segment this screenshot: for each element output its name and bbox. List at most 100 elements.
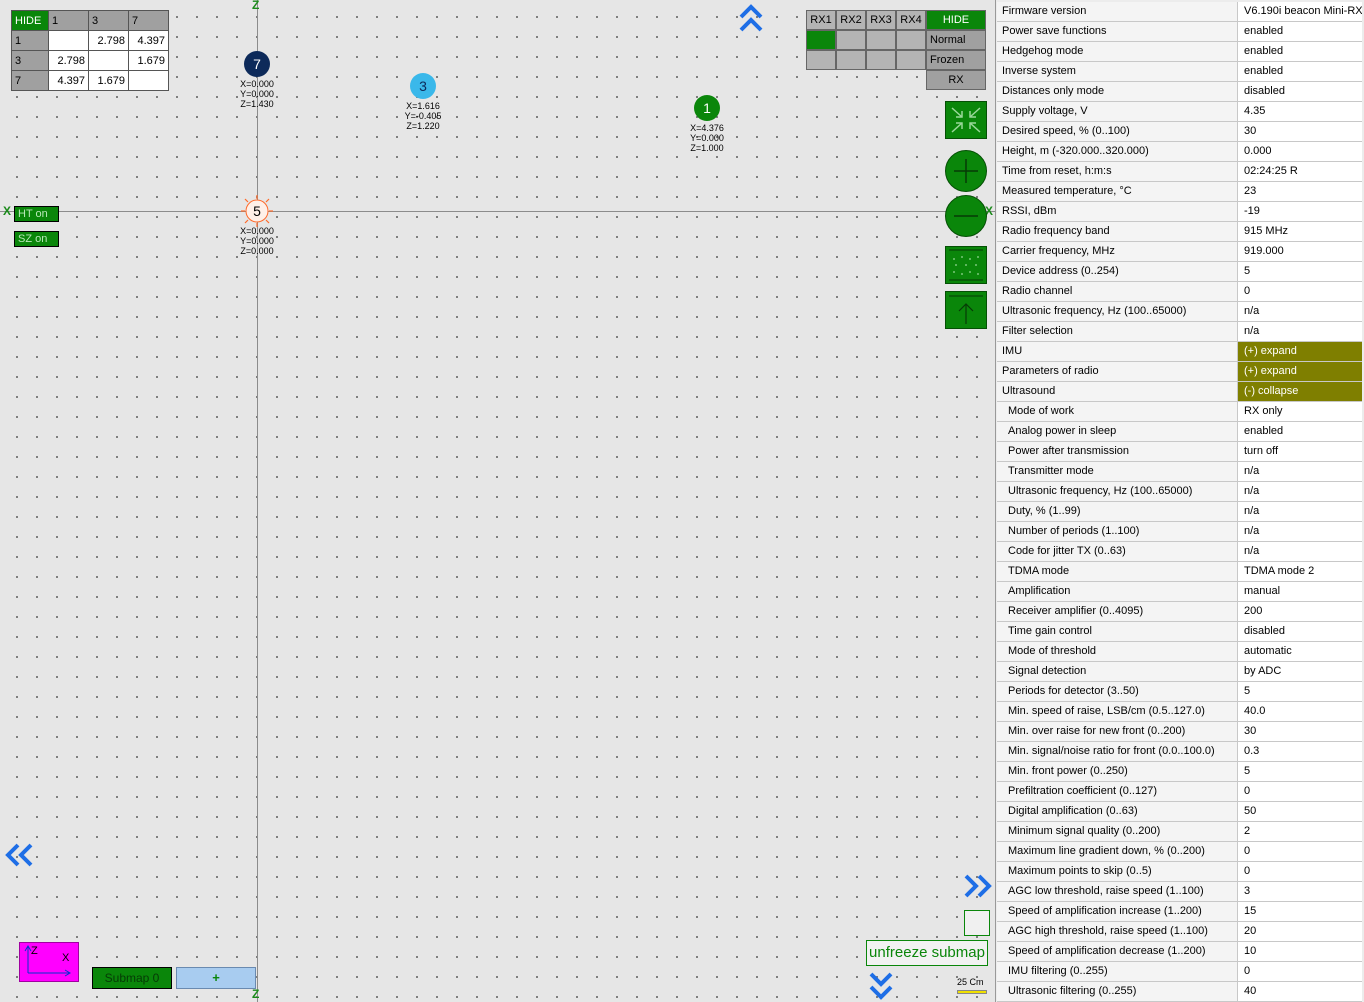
rx-cell[interactable] bbox=[866, 50, 896, 70]
property-row[interactable]: Ultrasonic frequency, Hz (100..65000)n/a bbox=[997, 302, 1362, 322]
property-row[interactable]: Device address (0..254)5 bbox=[997, 262, 1362, 282]
freeze-checkbox[interactable] bbox=[964, 910, 990, 936]
property-row[interactable]: IMU filtering (0..255)0 bbox=[997, 962, 1362, 982]
property-value[interactable]: enabled bbox=[1238, 22, 1362, 41]
chevron-down-icon[interactable] bbox=[868, 971, 894, 1001]
property-row[interactable]: Min. speed of raise, LSB/cm (0.5..127.0)… bbox=[997, 702, 1362, 722]
property-row[interactable]: Min. front power (0..250)5 bbox=[997, 762, 1362, 782]
property-value[interactable]: TDMA mode 2 bbox=[1238, 562, 1362, 581]
property-value[interactable]: enabled bbox=[1238, 422, 1362, 441]
property-value[interactable]: 0 bbox=[1238, 842, 1362, 861]
rx-cell[interactable] bbox=[836, 30, 866, 50]
raise-button[interactable] bbox=[945, 291, 987, 329]
property-value[interactable]: 40.0 bbox=[1238, 702, 1362, 721]
property-value[interactable]: 0 bbox=[1238, 282, 1362, 301]
property-value[interactable]: 200 bbox=[1238, 602, 1362, 621]
zx-view-button[interactable]: Z X bbox=[19, 942, 79, 982]
rx-header[interactable]: RX4 bbox=[896, 10, 926, 30]
property-value[interactable]: 20 bbox=[1238, 922, 1362, 941]
property-value[interactable]: 02:24:25 R bbox=[1238, 162, 1362, 181]
property-value[interactable]: disabled bbox=[1238, 82, 1362, 101]
property-row[interactable]: Periods for detector (3..50)5 bbox=[997, 682, 1362, 702]
chevron-left-icon[interactable] bbox=[4, 842, 34, 868]
map-canvas[interactable]: Z Z X X HIDE 1 3 7 1 2.798 4.397 3 2.798… bbox=[0, 0, 996, 1002]
property-value[interactable]: 5 bbox=[1238, 762, 1362, 781]
distance-table-hide-button[interactable]: HIDE bbox=[11, 10, 49, 31]
property-value[interactable]: 0.3 bbox=[1238, 742, 1362, 761]
rx-mode-frozen[interactable]: Frozen bbox=[926, 50, 986, 70]
property-value[interactable]: 30 bbox=[1238, 722, 1362, 741]
property-row[interactable]: Receiver amplifier (0..4095)200 bbox=[997, 602, 1362, 622]
property-row[interactable]: Prefiltration coefficient (0..127)0 bbox=[997, 782, 1362, 802]
submap-0-button[interactable]: Submap 0 bbox=[92, 967, 172, 989]
property-row[interactable]: Height, m (-320.000..320.000)0.000 bbox=[997, 142, 1362, 162]
property-value[interactable]: manual bbox=[1238, 582, 1362, 601]
property-value[interactable]: 919.000 bbox=[1238, 242, 1362, 261]
beacon-1[interactable]: 1 bbox=[694, 95, 720, 121]
rx-mode-rx[interactable]: RX bbox=[926, 70, 986, 90]
property-value[interactable]: V6.190i beacon Mini-RX bbox=[1238, 2, 1362, 21]
property-row[interactable]: Parameters of radio(+) expand bbox=[997, 362, 1362, 382]
rx-mode-normal[interactable]: Normal bbox=[926, 30, 986, 50]
fit-view-button[interactable] bbox=[945, 101, 987, 139]
grid-toggle-button[interactable] bbox=[945, 246, 987, 284]
rx-hide-button[interactable]: HIDE bbox=[926, 10, 986, 30]
property-value[interactable]: 4.35 bbox=[1238, 102, 1362, 121]
property-value[interactable]: 5 bbox=[1238, 262, 1362, 281]
property-value[interactable]: (+) expand bbox=[1238, 342, 1362, 361]
property-value[interactable]: 2 bbox=[1238, 822, 1362, 841]
property-row[interactable]: Ultrasonic filtering (0..255)40 bbox=[997, 982, 1362, 1002]
property-row[interactable]: Min. over raise for new front (0..200)30 bbox=[997, 722, 1362, 742]
property-row[interactable]: Code for jitter TX (0..63)n/a bbox=[997, 542, 1362, 562]
rx-cell[interactable] bbox=[836, 50, 866, 70]
property-row[interactable]: Min. signal/noise ratio for front (0.0..… bbox=[997, 742, 1362, 762]
rx-header[interactable]: RX2 bbox=[836, 10, 866, 30]
property-row[interactable]: Maximum points to skip (0..5)0 bbox=[997, 862, 1362, 882]
property-value[interactable]: 0 bbox=[1238, 782, 1362, 801]
property-value[interactable]: n/a bbox=[1238, 542, 1362, 561]
zoom-out-button[interactable] bbox=[945, 195, 987, 237]
property-value[interactable]: 3 bbox=[1238, 882, 1362, 901]
property-value[interactable]: by ADC bbox=[1238, 662, 1362, 681]
property-value[interactable]: -19 bbox=[1238, 202, 1362, 221]
chevron-right-icon[interactable] bbox=[963, 873, 993, 899]
rx-header[interactable]: RX3 bbox=[866, 10, 896, 30]
property-value[interactable]: 0.000 bbox=[1238, 142, 1362, 161]
property-value[interactable]: 5 bbox=[1238, 682, 1362, 701]
property-value[interactable]: enabled bbox=[1238, 42, 1362, 61]
property-value[interactable]: 915 MHz bbox=[1238, 222, 1362, 241]
property-row[interactable]: Ultrasound(-) collapse bbox=[997, 382, 1362, 402]
property-value[interactable]: 40 bbox=[1238, 982, 1362, 1001]
beacon-5[interactable]: 5 bbox=[253, 203, 261, 219]
property-value[interactable]: n/a bbox=[1238, 462, 1362, 481]
rx-cell[interactable] bbox=[806, 30, 836, 50]
rx-header[interactable]: RX1 bbox=[806, 10, 836, 30]
property-row[interactable]: Minimum signal quality (0..200)2 bbox=[997, 822, 1362, 842]
beacon-7[interactable]: 7 bbox=[244, 51, 270, 77]
property-value[interactable]: (+) expand bbox=[1238, 362, 1362, 381]
property-row[interactable]: Speed of amplification decrease (1..200)… bbox=[997, 942, 1362, 962]
property-value[interactable]: (-) collapse bbox=[1238, 382, 1362, 401]
property-row[interactable]: AGC high threshold, raise speed (1..100)… bbox=[997, 922, 1362, 942]
property-value[interactable]: turn off bbox=[1238, 442, 1362, 461]
property-value[interactable]: disabled bbox=[1238, 622, 1362, 641]
